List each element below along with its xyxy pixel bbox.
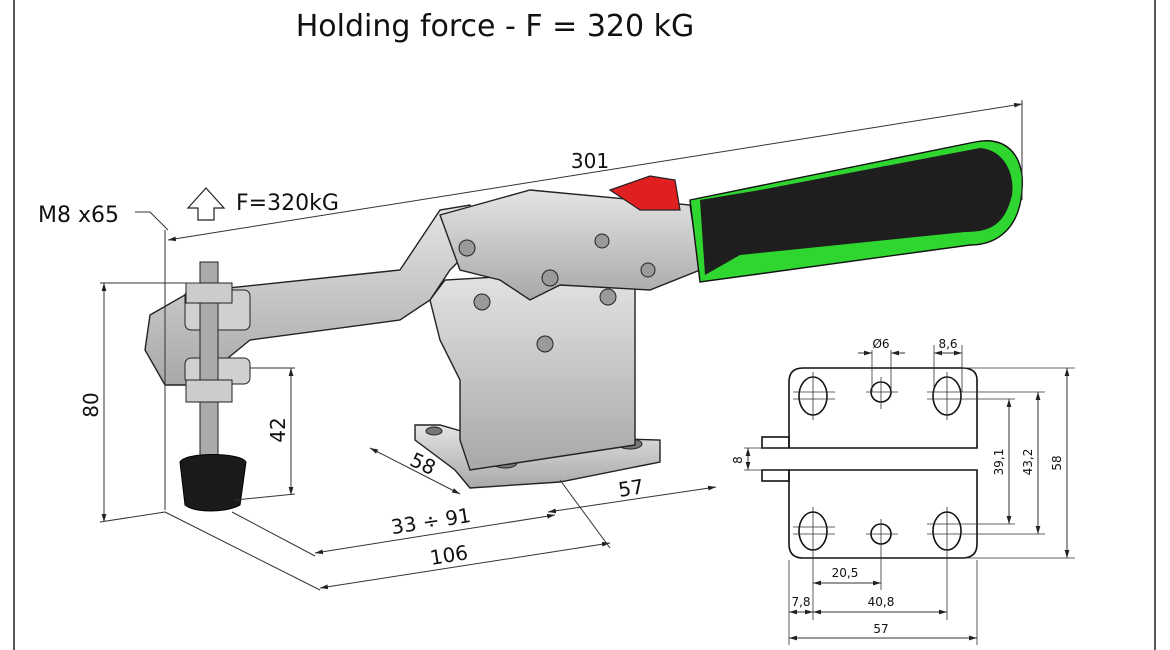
dim-42: 42 (266, 417, 290, 442)
dim-hole-diameter: Ø6 (872, 337, 889, 351)
dim-40-8: 40,8 (868, 595, 895, 609)
rubber-tip (179, 454, 247, 512)
dim-80: 80 (79, 392, 103, 417)
dim-57-base: 57 (873, 622, 888, 636)
force-arrow-icon (186, 187, 226, 221)
dim-58-base: 58 (1050, 455, 1064, 470)
dim-7-8: 7,8 (791, 595, 810, 609)
clamp-arm (144, 204, 481, 386)
dim-106: 106 (428, 540, 469, 570)
dim-39-1: 39,1 (992, 449, 1006, 476)
dim-slot-gap: 8 (731, 456, 745, 464)
spindle-label: M8 x65 (38, 203, 119, 228)
page-title: Holding force - F = 320 kG (296, 9, 695, 44)
base-plate-view: Ø6 8,6 8 39,1 43,2 58 20,5 7,8 40,8 57 (731, 337, 1075, 645)
dim-slot-width: 8,6 (938, 337, 957, 351)
dim-57: 57 (616, 474, 645, 502)
force-label: F=320kG (236, 191, 339, 216)
frame (13, 0, 1156, 650)
dim-43-2: 43,2 (1021, 449, 1035, 476)
dim-301: 301 (571, 149, 609, 173)
dim-33-91: 33 ÷ 91 (389, 503, 472, 539)
spindle-nut (185, 282, 233, 304)
dim-20-5: 20,5 (832, 566, 859, 580)
